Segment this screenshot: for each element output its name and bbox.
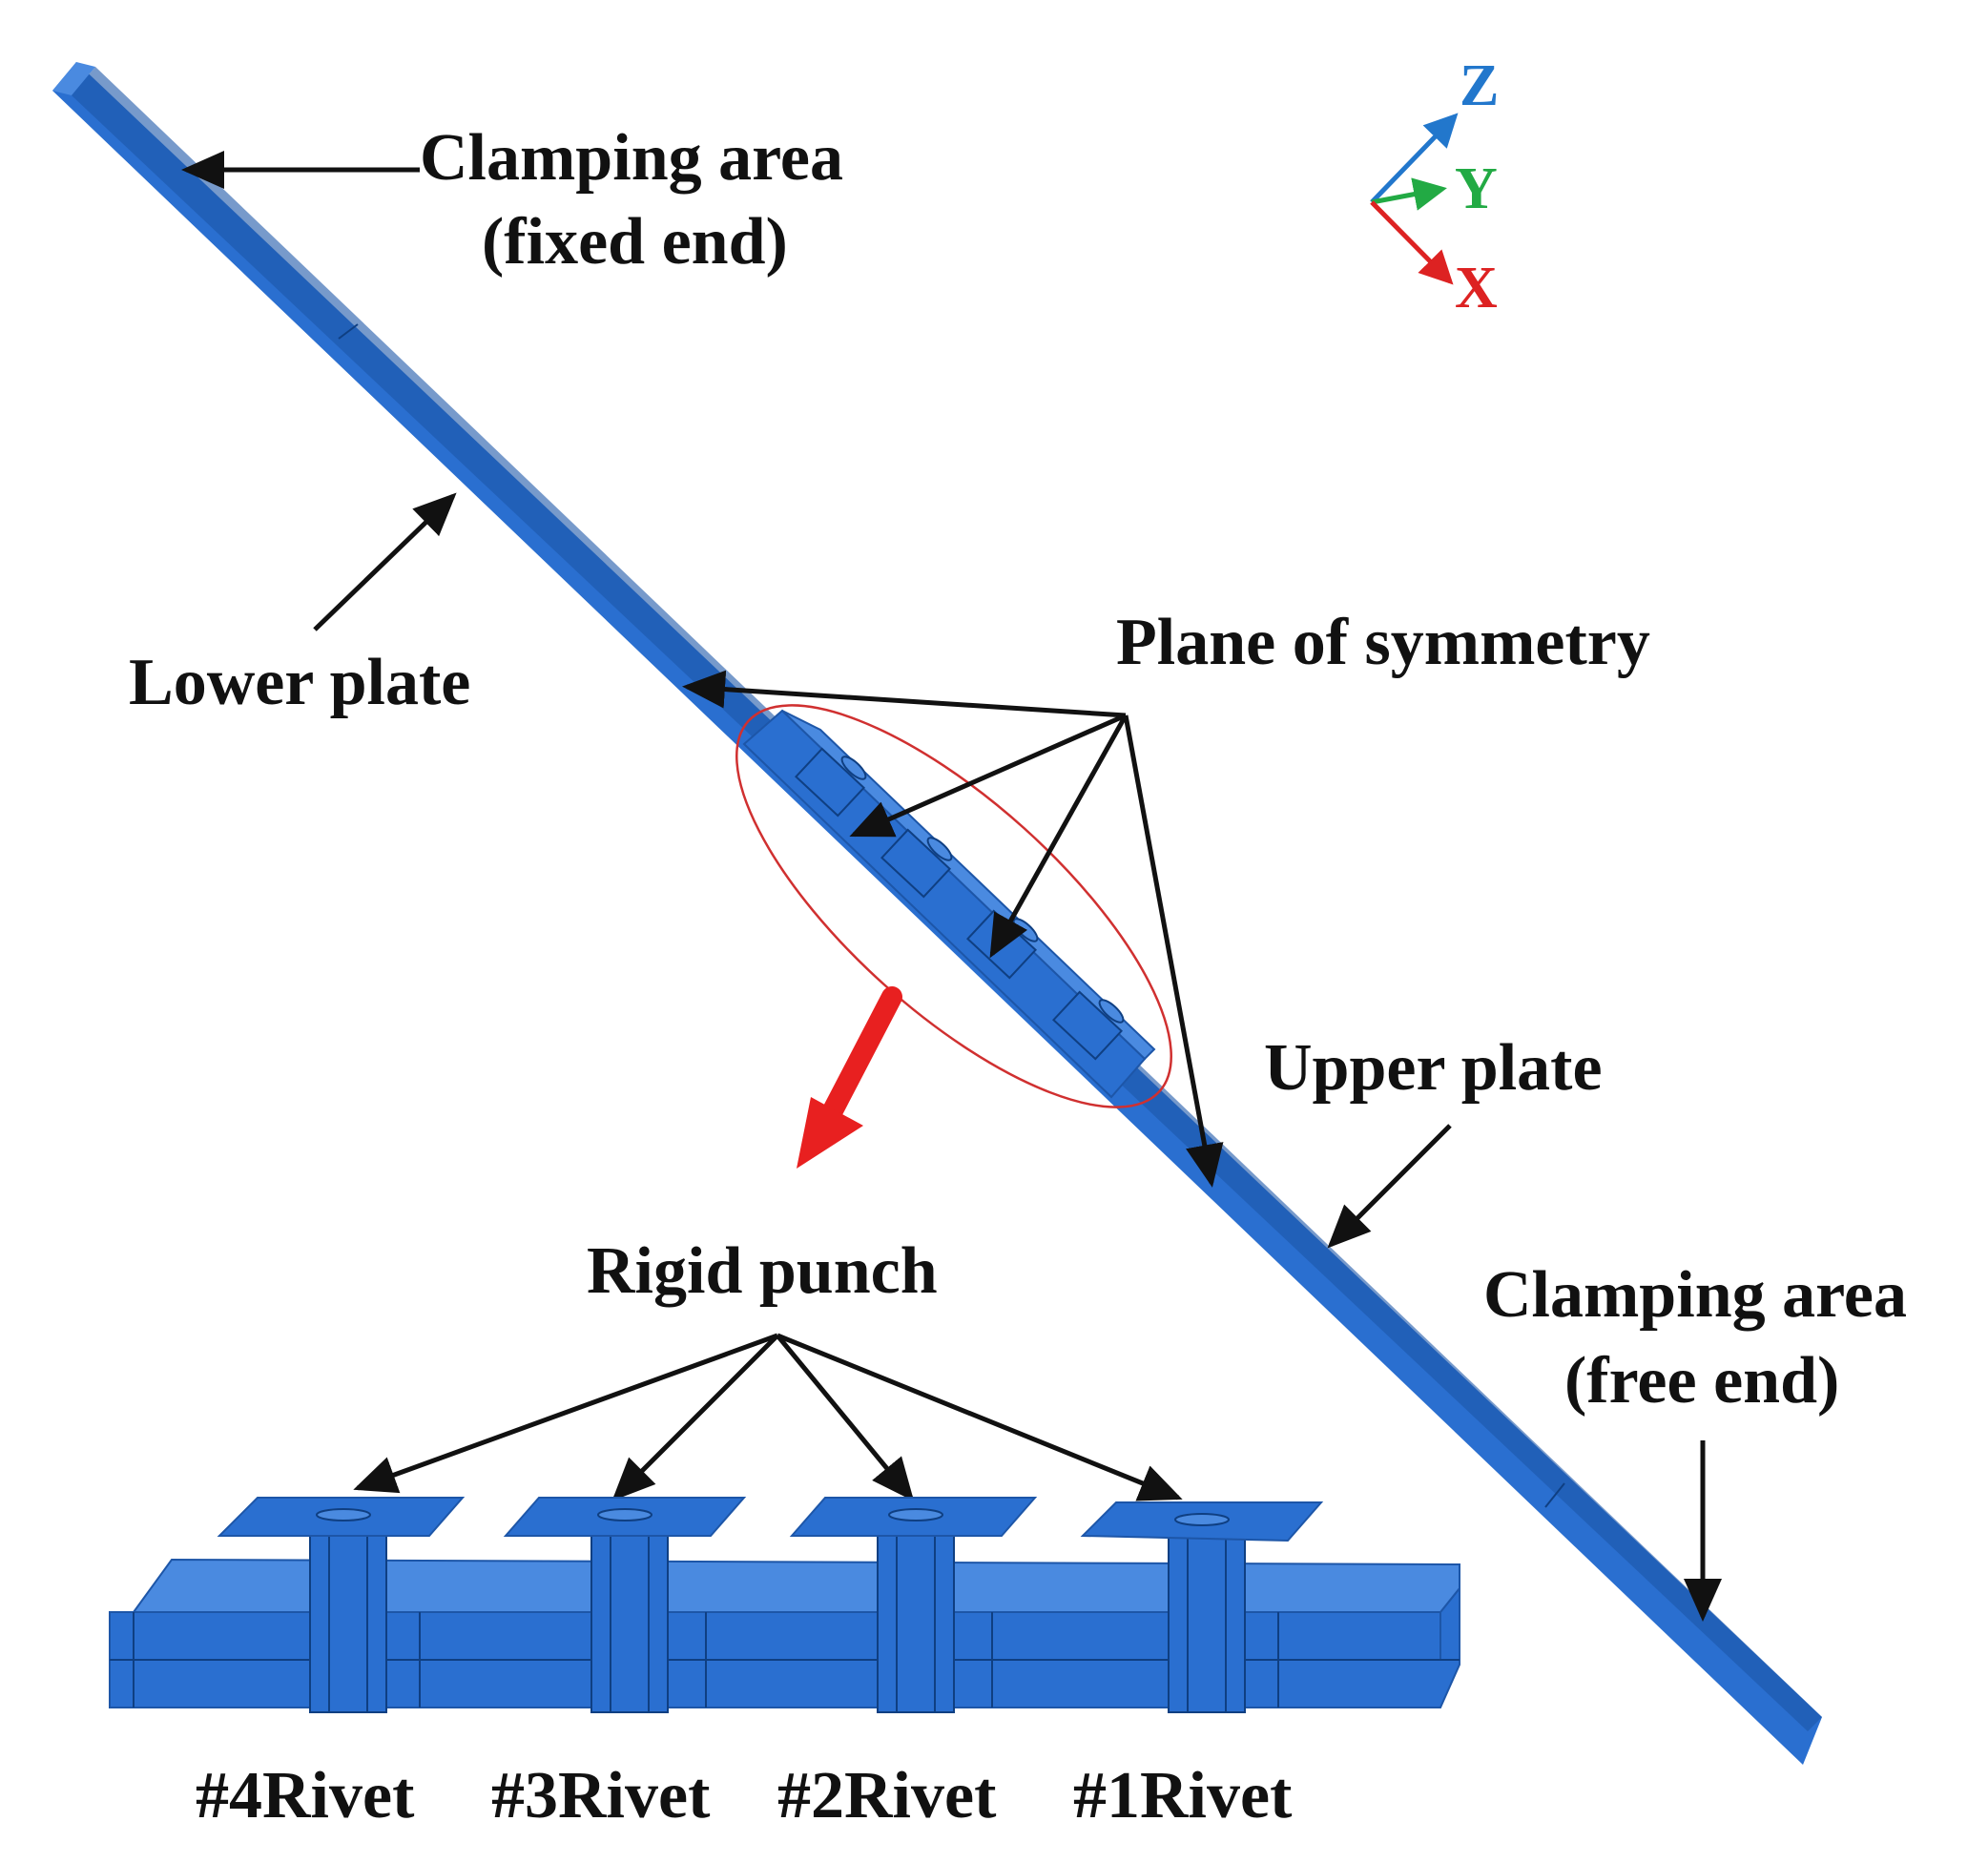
symmetry-arrow-4: [1123, 714, 1224, 1188]
plate-segment-line: [1544, 1482, 1565, 1508]
zoom-pointer-arrow: [797, 986, 902, 1169]
plate-segment-line: [338, 323, 359, 340]
clamping-fixed-label-line2: (fixed end): [482, 205, 788, 279]
upper-plate-arrow: [1327, 1124, 1452, 1249]
rigid-punch-arrow-3: [776, 1334, 915, 1501]
lower-plate-arrow: [313, 492, 457, 631]
rivet-label: #1Rivet: [1073, 1759, 1292, 1832]
detail-view: #4Rivet #3Rivet #2Rivet #1Rivet: [109, 1497, 1460, 1832]
symmetry-arrow-2: [849, 713, 1128, 838]
lower-plate-label: Lower plate: [129, 646, 470, 719]
rigid-punch-label: Rigid punch: [587, 1234, 938, 1308]
clamping-free-label-line2: (free end): [1564, 1344, 1839, 1418]
joint-rivet: [1052, 990, 1125, 1061]
rivet-4: [217, 1497, 466, 1713]
upper-plate-label: Upper plate: [1264, 1031, 1603, 1105]
symmetry-arrow-3: [989, 714, 1129, 959]
plate-top-face: [52, 62, 95, 95]
coordinate-axes: Z Y X: [1370, 53, 1499, 321]
rivet-label: #4Rivet: [196, 1759, 414, 1832]
leader-arrows: [181, 151, 1722, 1622]
y-axis-label: Y: [1455, 156, 1498, 221]
rigid-punch-arrow-2: [611, 1334, 779, 1501]
symmetry-arrow-1: [682, 670, 1127, 718]
diagonal-plate-assembly: [52, 62, 1822, 1765]
x-axis-arrow: [1370, 200, 1454, 285]
clamping-fixed-label-line1: Clamping area: [420, 121, 843, 195]
x-axis-label: X: [1455, 256, 1498, 321]
joint-rivet: [795, 747, 867, 818]
rigid-punch-arrow-1: [353, 1333, 778, 1494]
rigid-punch-arrow-4: [777, 1333, 1183, 1501]
rivet-label: #2Rivet: [777, 1759, 996, 1832]
rivet-2: [789, 1497, 1038, 1713]
y-axis-arrow: [1371, 177, 1447, 211]
rivet-1: [1080, 1501, 1324, 1713]
z-axis-label: Z: [1460, 53, 1499, 118]
rivet-label: #3Rivet: [491, 1759, 710, 1832]
z-axis-arrow: [1370, 113, 1459, 204]
plane-of-symmetry-label: Plane of symmetry: [1116, 606, 1650, 679]
rivet-3: [503, 1497, 747, 1713]
clamping-free-label-line1: Clamping area: [1483, 1258, 1907, 1332]
joint-rivet: [880, 828, 953, 899]
joint-highlight-ellipse: [735, 704, 1172, 1108]
